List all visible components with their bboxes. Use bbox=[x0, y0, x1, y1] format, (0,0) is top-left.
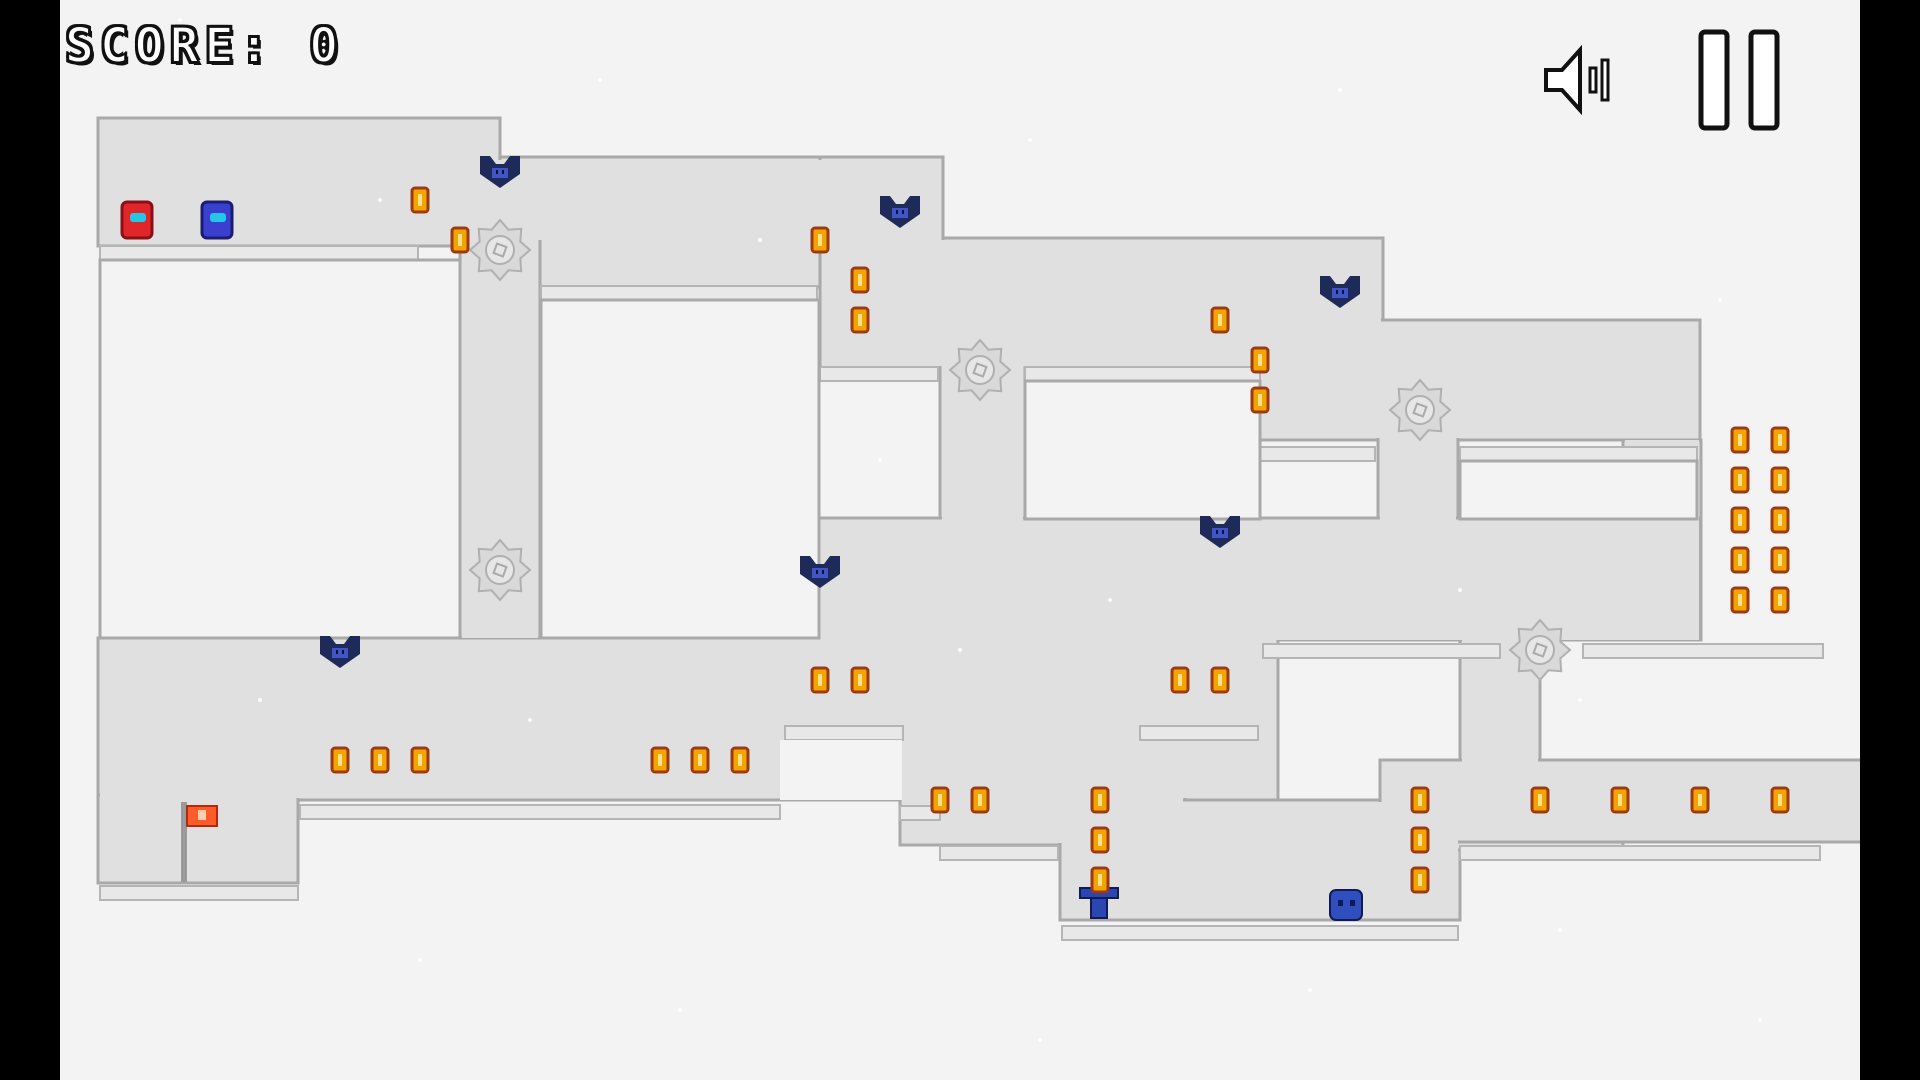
coin bbox=[930, 786, 950, 814]
coin bbox=[1770, 586, 1790, 614]
coin bbox=[1410, 786, 1430, 814]
coin bbox=[1770, 426, 1790, 454]
coin bbox=[1250, 386, 1270, 414]
coin bbox=[1210, 666, 1230, 694]
coin bbox=[730, 746, 750, 774]
coin bbox=[1410, 826, 1430, 854]
coin bbox=[1730, 546, 1750, 574]
sawblade-hazard bbox=[1388, 378, 1452, 442]
coin bbox=[1250, 346, 1270, 374]
cave-walls bbox=[98, 258, 1699, 800]
sawblade-hazard bbox=[468, 538, 532, 602]
level-map bbox=[96, 18, 1860, 1042]
sawblade-hazard bbox=[948, 338, 1012, 402]
coin bbox=[1690, 786, 1710, 814]
coin bbox=[970, 786, 990, 814]
bat-enemy bbox=[800, 556, 840, 588]
coin bbox=[1610, 786, 1630, 814]
coin bbox=[1170, 666, 1190, 694]
coin bbox=[1090, 786, 1110, 814]
bat-enemy bbox=[880, 196, 920, 228]
coin bbox=[410, 746, 430, 774]
coin bbox=[1730, 506, 1750, 534]
game-canvas[interactable]: SCORE: 0 bbox=[60, 0, 1860, 1080]
cave-merge bbox=[100, 120, 1860, 918]
sound-toggle-button[interactable] bbox=[1538, 40, 1618, 120]
floor-ledges bbox=[99, 245, 1824, 941]
coin bbox=[850, 666, 870, 694]
coin bbox=[370, 746, 390, 774]
coin bbox=[1770, 786, 1790, 814]
coin bbox=[1770, 506, 1790, 534]
sawblade-hazard bbox=[468, 218, 532, 282]
coin bbox=[1090, 826, 1110, 854]
coin bbox=[410, 186, 430, 214]
coin bbox=[810, 666, 830, 694]
speaker-icon bbox=[1544, 44, 1610, 116]
blue-player bbox=[200, 200, 234, 240]
coin bbox=[1210, 306, 1230, 334]
coin bbox=[330, 746, 350, 774]
sawblade-hazard bbox=[1508, 618, 1572, 682]
coin bbox=[1730, 426, 1750, 454]
coin bbox=[850, 306, 870, 334]
snowflakes bbox=[178, 18, 1762, 1042]
bat-enemy bbox=[1320, 276, 1360, 308]
coin bbox=[650, 746, 670, 774]
blob-enemy bbox=[1329, 889, 1363, 921]
coin bbox=[1770, 546, 1790, 574]
coin bbox=[690, 746, 710, 774]
bat-enemy bbox=[320, 636, 360, 668]
checkpoint-flag bbox=[181, 802, 218, 882]
coin bbox=[810, 226, 830, 254]
score-label: SCORE: 0 bbox=[64, 17, 345, 75]
coin bbox=[1530, 786, 1550, 814]
red-player bbox=[120, 200, 154, 240]
coin bbox=[1090, 866, 1110, 894]
pause-button[interactable] bbox=[1695, 28, 1785, 132]
coin bbox=[1730, 586, 1750, 614]
coin bbox=[1410, 866, 1430, 894]
coin bbox=[1730, 466, 1750, 494]
pause-icon bbox=[1698, 29, 1780, 131]
bat-enemy bbox=[480, 156, 520, 188]
coin bbox=[450, 226, 470, 254]
coin bbox=[1770, 466, 1790, 494]
coin bbox=[850, 266, 870, 294]
bat-enemy bbox=[1200, 516, 1240, 548]
